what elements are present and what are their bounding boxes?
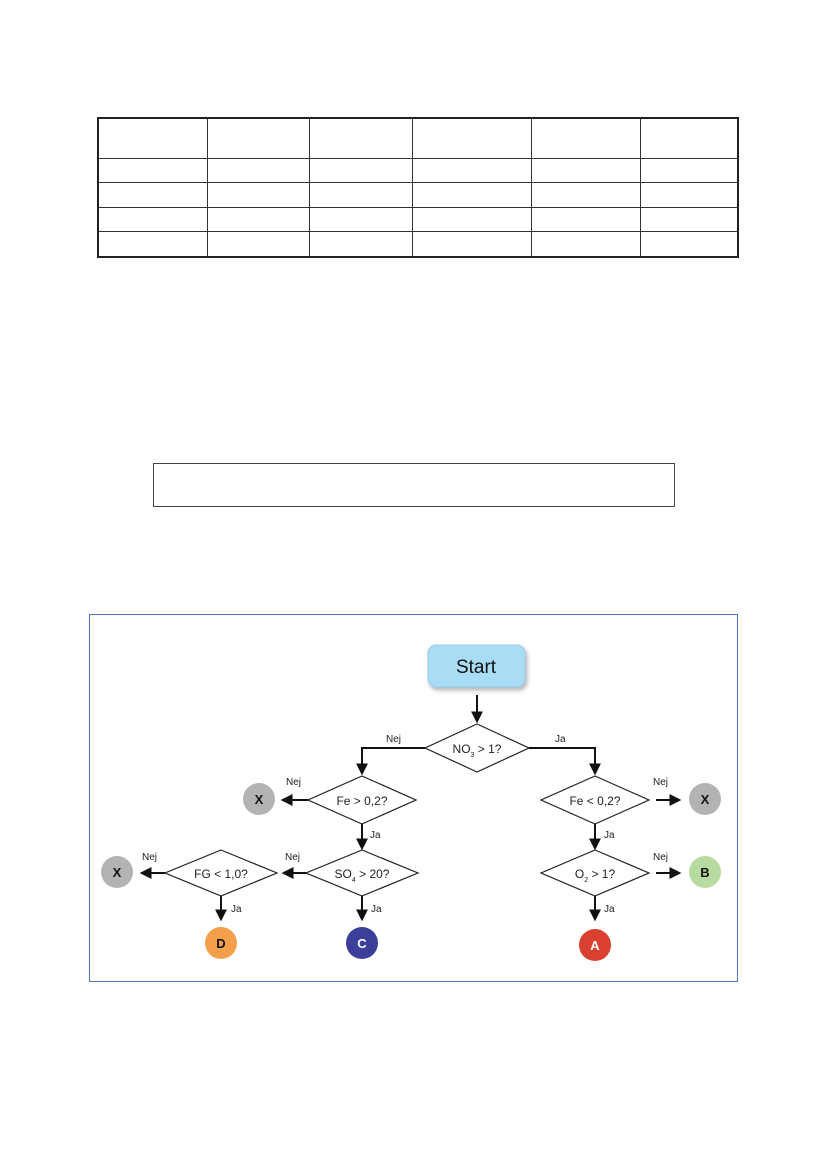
a-label: A bbox=[590, 938, 600, 953]
table-cell bbox=[309, 182, 413, 208]
no-label: Nej bbox=[653, 777, 668, 788]
table-cell bbox=[309, 117, 413, 159]
table-cell bbox=[640, 157, 739, 184]
no-label: Nej bbox=[285, 852, 300, 863]
table-cell bbox=[97, 157, 208, 184]
start-node: Start bbox=[427, 644, 526, 688]
table-header-row bbox=[97, 117, 739, 159]
table-cell bbox=[97, 182, 208, 208]
outcome-b: B bbox=[689, 856, 721, 888]
table-cell bbox=[207, 206, 310, 233]
outcome-x-right-top: X bbox=[689, 783, 721, 815]
outcome-x-left-top: X bbox=[243, 783, 275, 815]
table-cell bbox=[412, 231, 532, 258]
o2-suffix: > 1? bbox=[588, 867, 615, 881]
decision-o2: O2 > 1? bbox=[539, 849, 651, 897]
outcome-c: C bbox=[346, 927, 378, 959]
b-label: B bbox=[700, 865, 709, 880]
table-cell bbox=[531, 157, 641, 184]
svg-text:O2 > 1?: O2 > 1? bbox=[575, 867, 616, 884]
yes-label: Ja bbox=[604, 830, 615, 841]
table-row bbox=[97, 157, 739, 184]
no3-prefix: NO bbox=[453, 742, 471, 756]
table-cell bbox=[207, 157, 310, 184]
table-cell bbox=[97, 231, 208, 258]
decision-fe-lt: Fe < 0,2? bbox=[539, 775, 651, 825]
no-label: Nej bbox=[142, 852, 157, 863]
svg-text:SO4 > 20?: SO4 > 20? bbox=[335, 867, 390, 884]
svg-text:NO3 > 1?: NO3 > 1? bbox=[453, 742, 502, 759]
outcome-x-left-bottom: X bbox=[101, 856, 133, 888]
decision-fe-gt: Fe > 0,2? bbox=[306, 775, 418, 825]
outcome-a: A bbox=[579, 929, 611, 961]
yes-label: Ja bbox=[555, 734, 566, 745]
table-cell bbox=[309, 231, 413, 258]
o2-sub: 2 bbox=[584, 877, 588, 884]
table-row bbox=[97, 231, 739, 258]
table-cell bbox=[97, 117, 208, 159]
no3-suffix: > 1? bbox=[474, 742, 501, 756]
table-row bbox=[97, 206, 739, 233]
fe-gt-text: Fe > 0,2? bbox=[336, 794, 387, 808]
empty-text-box bbox=[153, 463, 675, 507]
so4-prefix: SO bbox=[335, 867, 352, 881]
start-label: Start bbox=[456, 657, 497, 678]
so4-suffix: > 20? bbox=[356, 867, 390, 881]
fe-lt-text: Fe < 0,2? bbox=[569, 794, 620, 808]
decision-so4: SO4 > 20? bbox=[304, 849, 420, 897]
no3-sub: 3 bbox=[471, 752, 475, 759]
table-cell bbox=[309, 157, 413, 184]
flowchart-svg: Start NO3 > 1? Nej Ja Fe > 0,2? Nej X Ja bbox=[101, 644, 721, 961]
so4-sub: 4 bbox=[352, 877, 356, 884]
table-cell bbox=[531, 231, 641, 258]
table-cell bbox=[531, 182, 641, 208]
yes-label: Ja bbox=[370, 830, 381, 841]
table-row bbox=[97, 182, 739, 208]
x-right-top-label: X bbox=[701, 792, 710, 807]
decision-fg: FG < 1,0? bbox=[163, 849, 279, 897]
table-cell bbox=[640, 182, 739, 208]
x-left-top-label: X bbox=[255, 792, 264, 807]
decision-no3: NO3 > 1? bbox=[423, 723, 531, 773]
table-cell bbox=[412, 157, 532, 184]
yes-label: Ja bbox=[604, 904, 615, 915]
flowchart-frame: Start NO3 > 1? Nej Ja Fe > 0,2? Nej X Ja bbox=[89, 614, 738, 982]
yes-label: Ja bbox=[231, 904, 242, 915]
yes-label: Ja bbox=[371, 904, 382, 915]
table-cell bbox=[640, 206, 739, 233]
table-cell bbox=[531, 206, 641, 233]
outcome-d: D bbox=[205, 927, 237, 959]
x-left-bottom-label: X bbox=[113, 865, 122, 880]
table-cell bbox=[207, 182, 310, 208]
table-cell bbox=[309, 206, 413, 233]
table-cell bbox=[412, 117, 532, 159]
table-cell bbox=[412, 206, 532, 233]
no-label: Nej bbox=[386, 734, 401, 745]
c-label: C bbox=[357, 936, 367, 951]
no-label: Nej bbox=[653, 852, 668, 863]
arrow bbox=[356, 747, 425, 776]
table-cell bbox=[97, 206, 208, 233]
table-cell bbox=[531, 117, 641, 159]
table-cell bbox=[640, 231, 739, 258]
arrow bbox=[529, 747, 601, 776]
data-table bbox=[97, 117, 739, 258]
table-cell bbox=[207, 231, 310, 258]
fg-text: FG < 1,0? bbox=[194, 867, 248, 881]
o2-prefix: O bbox=[575, 867, 584, 881]
table-cell bbox=[640, 117, 739, 159]
no-label: Nej bbox=[286, 777, 301, 788]
table-cell bbox=[207, 117, 310, 159]
table-cell bbox=[412, 182, 532, 208]
d-label: D bbox=[216, 936, 225, 951]
